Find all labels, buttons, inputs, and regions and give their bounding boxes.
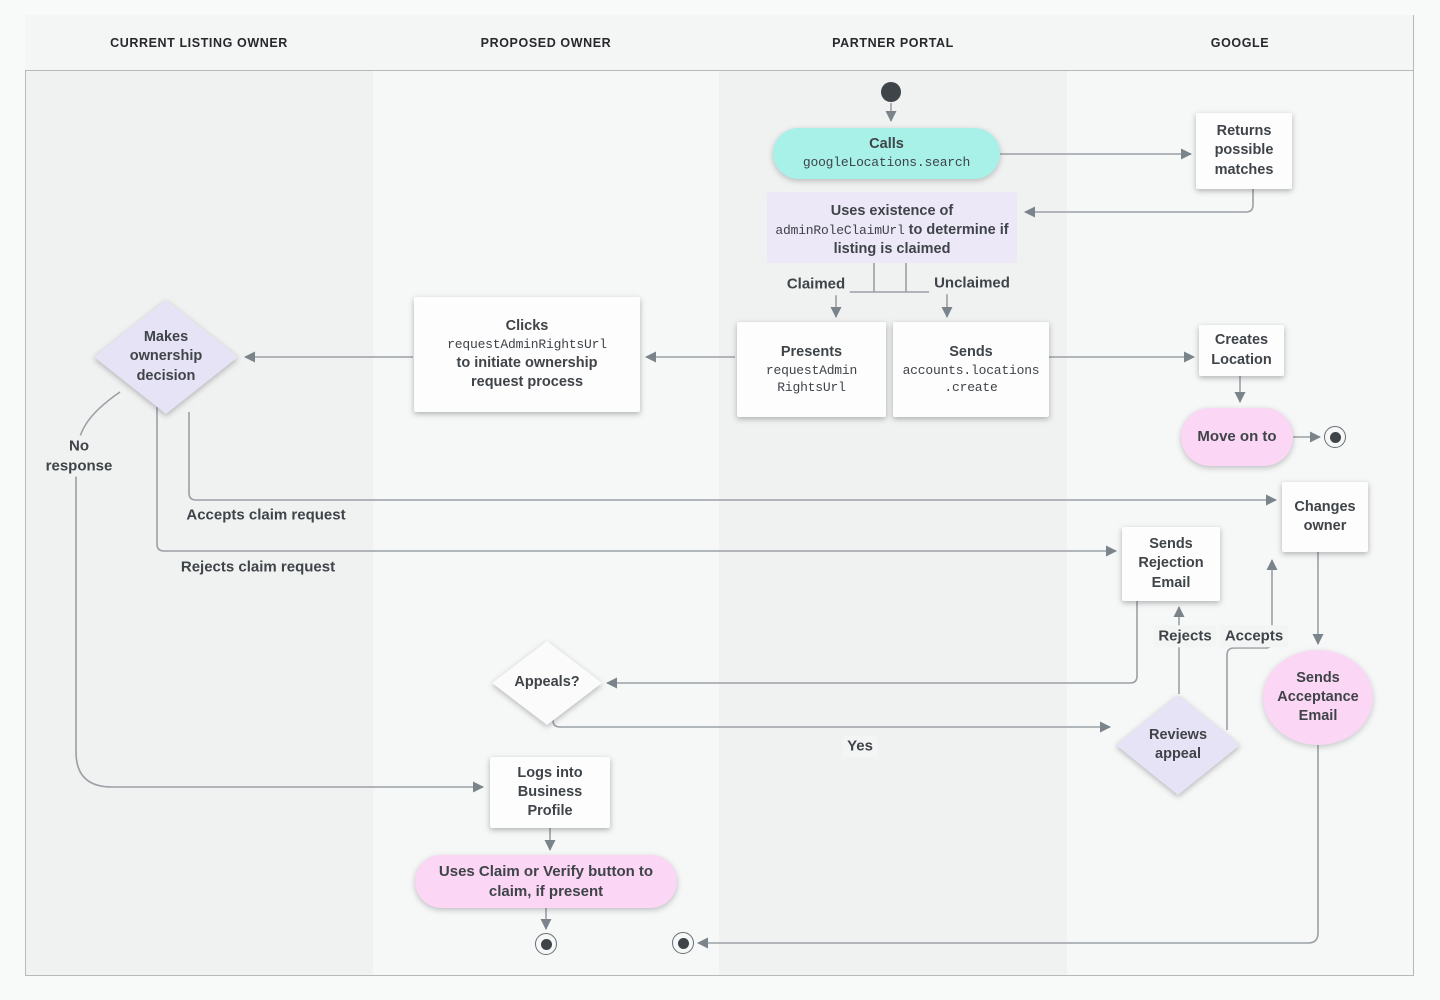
node-title: Calls	[869, 136, 904, 153]
node-sends-acceptance-email: Sends Acceptance Email	[1263, 650, 1373, 745]
node-text: Changes owner	[1294, 498, 1356, 534]
node-returns-possible-matches: Returns possible matches	[1196, 113, 1292, 189]
node-code: requestAdmin	[765, 362, 858, 378]
lane-header-label: PROPOSED OWNER	[480, 35, 612, 50]
node-creates-location: Creates Location	[1199, 325, 1284, 376]
node-calls-googlelocations-search: Calls googleLocations.search	[773, 128, 1000, 179]
edge-label-rejects-claim-request: Rejects claim request	[175, 556, 341, 578]
edge-rejection-to-appeals	[606, 601, 1138, 689]
edge-label-claimed: Claimed	[781, 273, 851, 295]
node-uses-existence-adminroleclaimurl: Uses existence of adminRoleClaimUrl to d…	[767, 192, 1017, 263]
edge-label-accepts: Accepts	[1219, 625, 1289, 647]
node-code: .create	[944, 380, 998, 396]
node-code: googleLocations.search	[802, 155, 971, 171]
decision-reviews-appeal: Reviews appeal	[1116, 695, 1240, 795]
lane-header-current-listing-owner: CURRENT LISTING OWNER	[25, 15, 374, 71]
edge-label-no-response: No response	[38, 435, 120, 477]
node-title: Clicks	[505, 318, 549, 335]
node-text: Sends Acceptance Email	[1277, 669, 1359, 725]
edge-label-unclaimed: Unclaimed	[929, 272, 1015, 294]
node-text: Logs into Business Profile	[517, 764, 583, 820]
decision-makes-ownership-decision: Makes ownership decision	[94, 300, 238, 414]
node-text-post: to determine if listing is claimed	[833, 222, 1009, 258]
end-node-acceptance-flow	[672, 932, 694, 954]
decision-appeals: Appeals?	[492, 641, 602, 725]
edge-rejects-claim	[156, 407, 1117, 557]
node-text: Reviews appeal	[1148, 726, 1208, 762]
node-text-pre: Uses existence of	[830, 203, 954, 219]
end-node-create-flow	[1324, 426, 1346, 448]
edge-label-rejects: Rejects	[1153, 625, 1217, 647]
edge-label-yes: Yes	[842, 735, 878, 757]
lane-header-label: CURRENT LISTING OWNER	[110, 35, 288, 50]
node-uses-claim-or-verify: Uses Claim or Verify button to claim, if…	[415, 855, 677, 908]
lane-header-label: PARTNER PORTAL	[832, 35, 954, 50]
node-sends-rejection-email: Sends Rejection Email	[1122, 527, 1220, 601]
lane-header-label: GOOGLE	[1210, 35, 1270, 50]
node-text: Appeals?	[514, 674, 580, 691]
node-code: accounts.locations	[902, 362, 1040, 378]
edge-acceptance-to-end	[697, 744, 1319, 949]
edge-returns-to-uses	[1024, 189, 1254, 218]
node-text: Move on to	[1197, 428, 1277, 446]
node-presents-requestadminrightsurl: Presents requestAdmin RightsUrl	[737, 322, 886, 417]
node-clicks-requestadminrightsurl: Clicks requestAdminRightsUrl to initiate…	[414, 297, 640, 412]
node-move-on-to: Move on to	[1181, 408, 1293, 466]
node-text: Uses Claim or Verify button to claim, if…	[438, 862, 654, 900]
node-changes-owner: Changes owner	[1282, 482, 1368, 552]
node-text: Returns possible matches	[1214, 123, 1274, 178]
node-sends-accounts-locations-create: Sends accounts.locations .create	[893, 322, 1049, 417]
node-text: Sends Rejection Email	[1138, 536, 1204, 591]
edge-accepts-claim	[188, 412, 1277, 506]
node-title: Sends	[949, 343, 993, 360]
edge-appeals-yes-to-reviews	[552, 708, 1111, 733]
node-text: Makes ownership decision	[129, 329, 203, 384]
node-code: requestAdminRightsUrl	[447, 337, 607, 353]
edge-label-accepts-claim-request: Accepts claim request	[181, 504, 351, 526]
node-title: Presents	[780, 343, 843, 360]
node-text: Creates Location	[1211, 332, 1272, 368]
node-code: adminRoleClaimUrl	[775, 223, 905, 239]
lane-header-google: GOOGLE	[1067, 15, 1413, 71]
end-node-claim-flow	[535, 933, 557, 955]
lane-header-partner-portal: PARTNER PORTAL	[719, 15, 1068, 71]
start-node	[881, 82, 901, 102]
edge-no-response	[75, 391, 484, 793]
node-code: RightsUrl	[777, 380, 846, 396]
node-logs-into-business-profile: Logs into Business Profile	[490, 757, 610, 828]
node-text-post: to initiate ownership request process	[456, 354, 598, 390]
